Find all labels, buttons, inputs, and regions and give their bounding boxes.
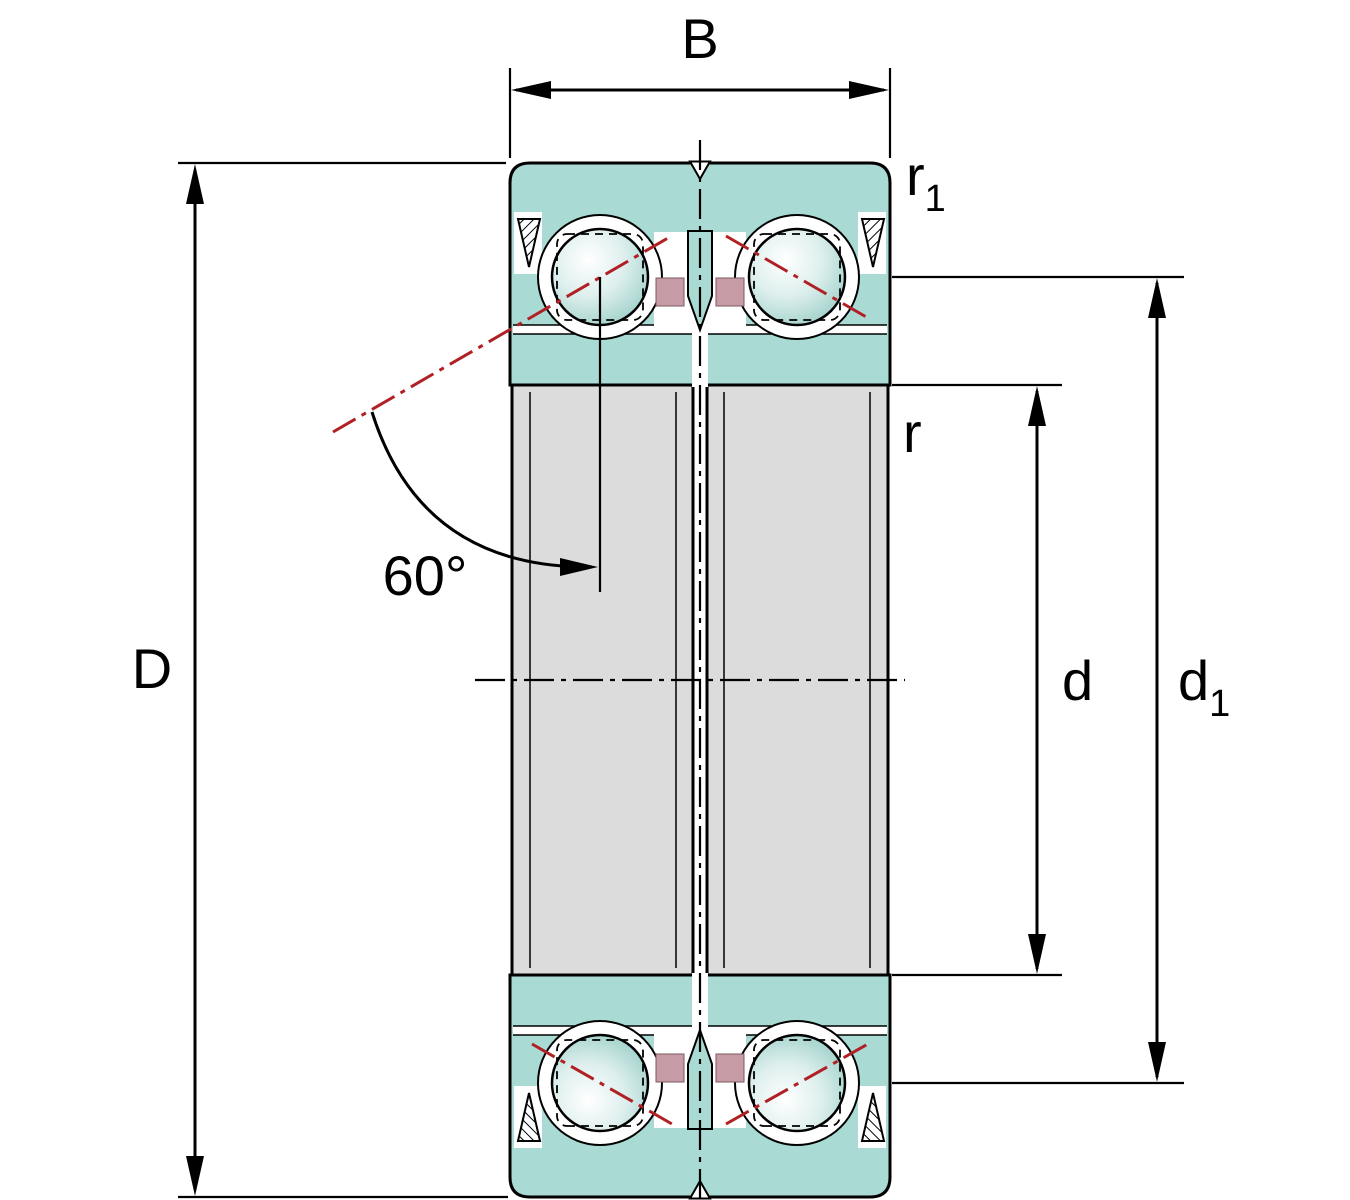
- center-tongue: [687, 230, 713, 334]
- contact-line-bottom-right: [725, 1042, 869, 1126]
- top-ring-assembly: [508, 160, 892, 387]
- arrowhead-icon: [186, 1156, 204, 1196]
- retainer-spring-left: [516, 218, 542, 268]
- label-contact-angle: 60°: [383, 544, 468, 607]
- contact-line-top-left: [332, 236, 669, 434]
- contact-angle-lines: [332, 234, 869, 1126]
- arrowhead-icon: [1148, 278, 1166, 318]
- arrowhead-icon: [511, 81, 551, 99]
- contact-line-top-right: [725, 234, 869, 320]
- contact-line-bottom-left: [531, 1042, 673, 1126]
- label-B: B: [681, 7, 718, 70]
- label-d1: d1: [1178, 649, 1230, 725]
- arrowhead-icon: [1028, 386, 1046, 426]
- angle-arc: [370, 411, 585, 569]
- label-r: r: [903, 401, 922, 464]
- contact-angle-annotation: 60°: [370, 277, 602, 607]
- dimension-d: d: [892, 383, 1093, 977]
- dimension-B: B: [508, 7, 892, 158]
- arrowhead-icon: [1028, 934, 1046, 974]
- dimension-D: D: [132, 161, 508, 1199]
- cage-pocket-dashed-right: [753, 233, 841, 321]
- retainer-spring-right: [860, 218, 886, 268]
- cage-block-left: [655, 277, 685, 307]
- dimension-d1: d1: [892, 275, 1230, 1085]
- label-D: D: [132, 637, 172, 700]
- arrowhead-icon: [186, 164, 204, 204]
- arrowhead-icon: [849, 81, 889, 99]
- cage-block-right: [715, 277, 745, 307]
- angle-arrowhead-icon: [560, 558, 598, 576]
- label-d: d: [1062, 649, 1093, 712]
- label-r1: r1: [906, 144, 946, 220]
- arrowhead-icon: [1148, 1042, 1166, 1082]
